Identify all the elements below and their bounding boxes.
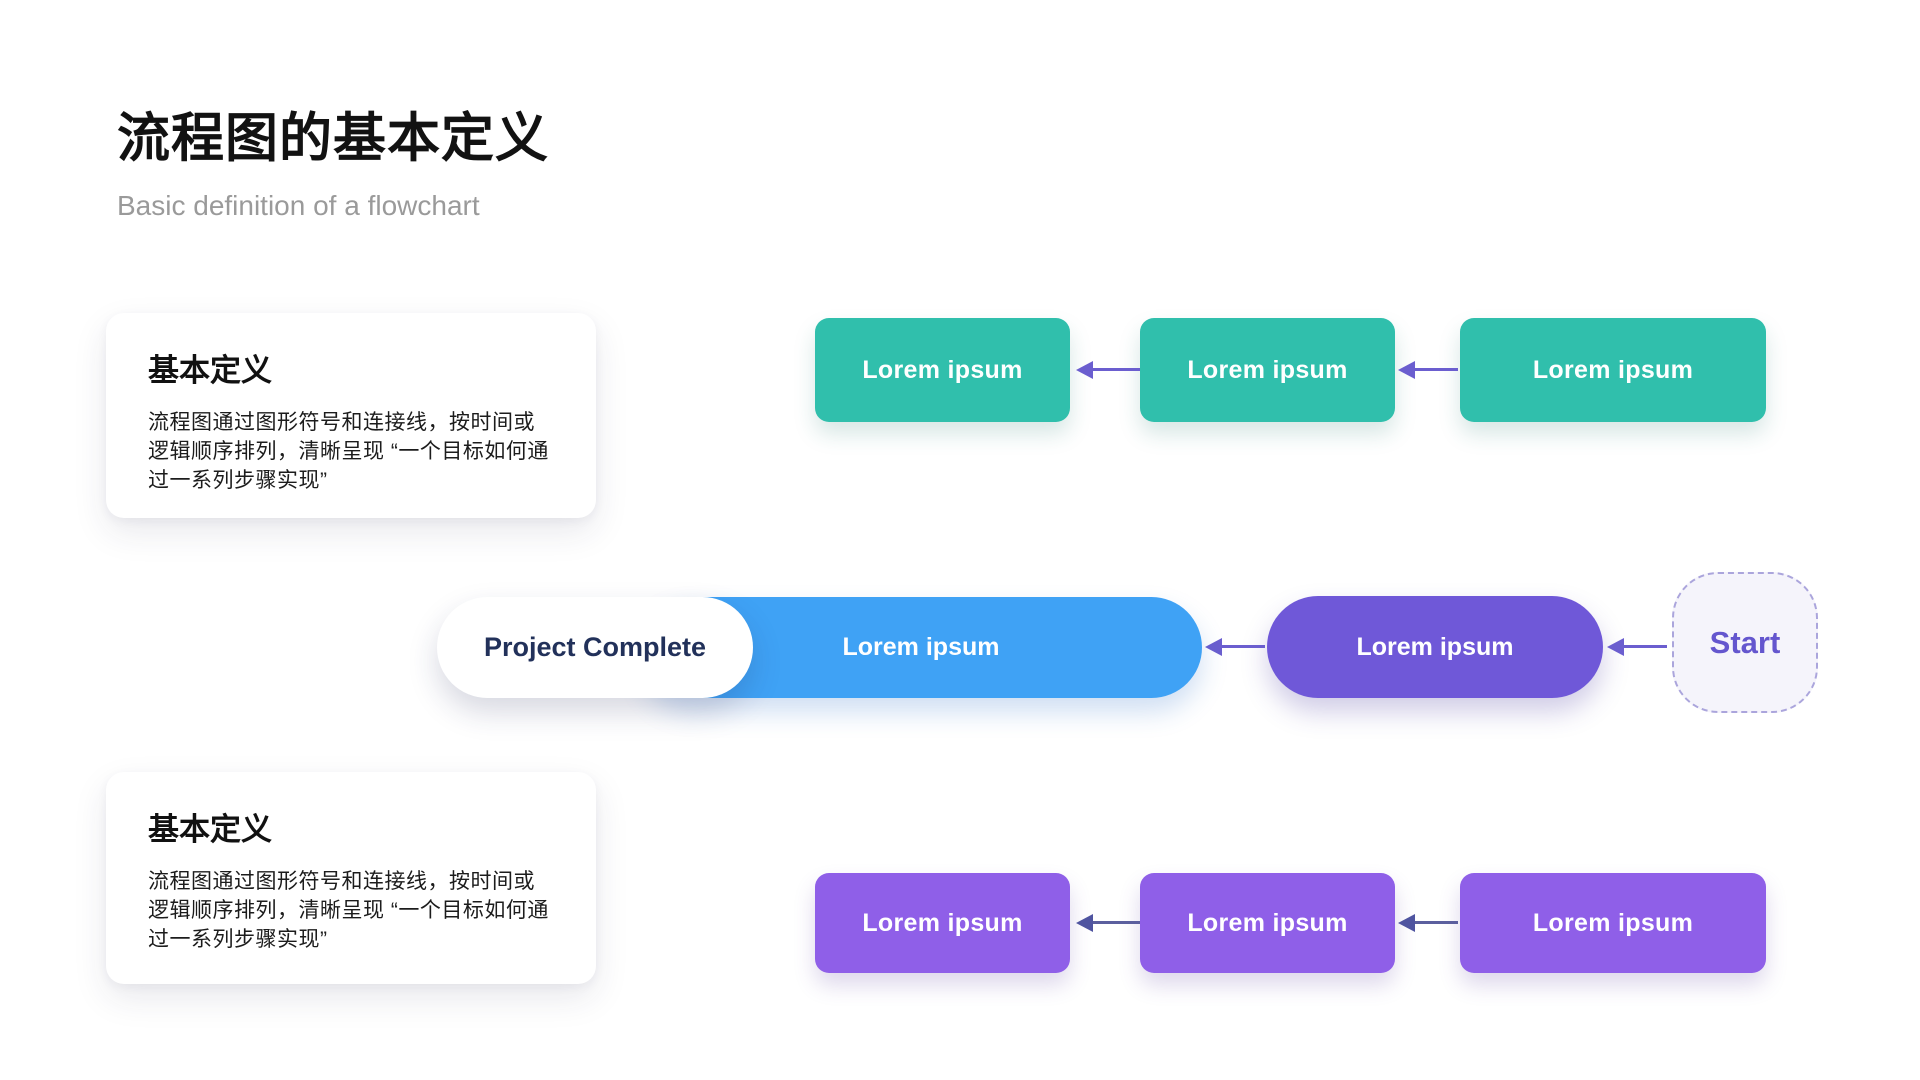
flow-node-label: Lorem ipsum [862,908,1023,937]
definition-card-top: 基本定义 流程图通过图形符号和连接线，按时间或逻辑顺序排列，清晰呈现 “一个目标… [106,313,596,518]
flow-node-teal-1: Lorem ipsum [815,318,1070,422]
arrow-left-icon [1412,368,1458,371]
arrow-left-icon [1219,645,1265,648]
slide-header: 流程图的基本定义 Basic definition of a flowchart [117,96,549,222]
flow-node-label: Lorem ipsum [1532,355,1694,384]
flow-node-label: Lorem ipsum [1532,908,1694,937]
flow-node-label: Lorem ipsum [1356,632,1514,661]
arrow-left-icon [1621,645,1667,648]
flow-node-subprocess: Lorem ipsum [1267,596,1603,698]
flow-node-project-complete: Project Complete [437,597,753,698]
card-title: 基本定义 [148,353,272,388]
flow-node-purple-2: Lorem ipsum [1140,873,1395,973]
arrow-left-icon [1090,368,1140,371]
flow-node-label: Lorem ipsum [842,633,1000,661]
flow-node-label: Lorem ipsum [1187,908,1348,937]
flow-node-purple-3: Lorem ipsum [1460,873,1766,973]
flow-node-teal-2: Lorem ipsum [1140,318,1395,422]
flow-node-label: Lorem ipsum [862,355,1023,384]
card-title: 基本定义 [148,812,272,847]
flow-node-purple-1: Lorem ipsum [815,873,1070,973]
flow-node-label: Start [1709,624,1781,660]
arrow-left-icon [1412,921,1458,924]
flow-node-label: Project Complete [483,632,707,662]
definition-card-bottom: 基本定义 流程图通过图形符号和连接线，按时间或逻辑顺序排列，清晰呈现 “一个目标… [106,772,596,984]
page-title: 流程图的基本定义 [117,109,549,168]
flow-node-teal-3: Lorem ipsum [1460,318,1766,422]
flow-node-label: Lorem ipsum [1187,355,1348,384]
card-body-text: 流程图通过图形符号和连接线，按时间或逻辑顺序排列，清晰呈现 “一个目标如何通过一… [148,870,549,951]
card-body-text: 流程图通过图形符号和连接线，按时间或逻辑顺序排列，清晰呈现 “一个目标如何通过一… [148,411,549,492]
flow-node-start: Start [1672,572,1818,713]
arrow-left-icon [1090,921,1140,924]
page-subtitle: Basic definition of a flowchart [117,190,480,221]
